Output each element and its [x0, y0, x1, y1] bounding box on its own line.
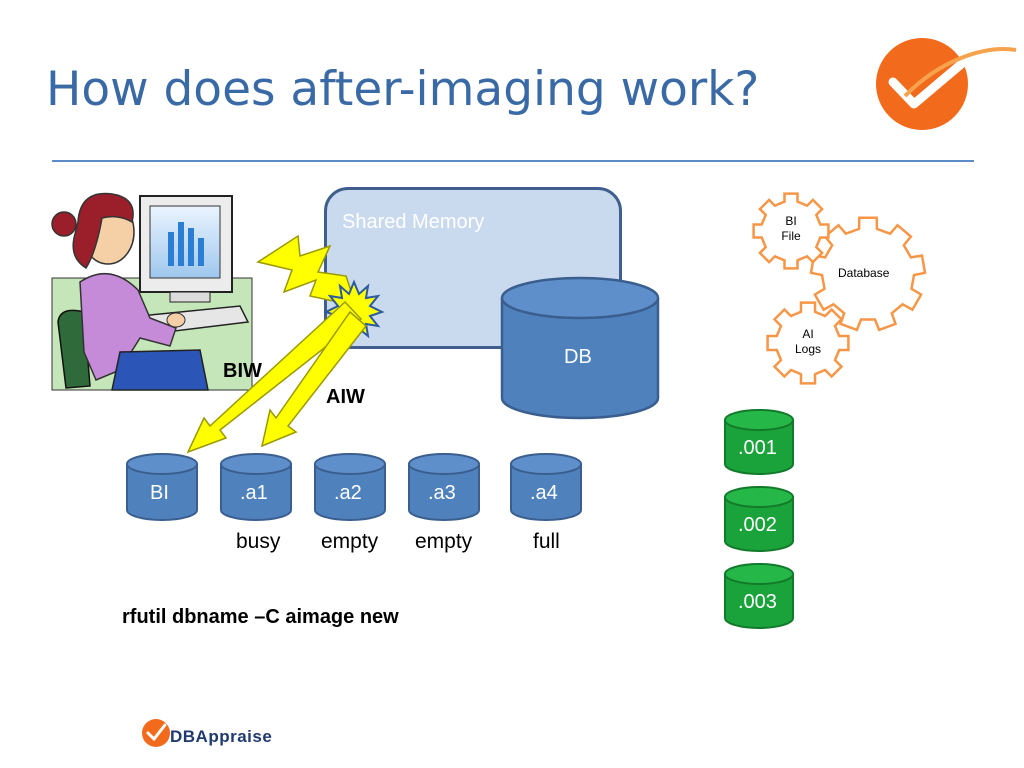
extent-status-a2: empty [321, 530, 379, 553]
gear-ai-logs-icon [766, 301, 850, 385]
db-label: DB [564, 346, 592, 368]
extent-cylinder-a3 [408, 453, 480, 521]
command-text: rfutil dbname –C aimage new [122, 606, 399, 628]
brand-checkmark-icon [142, 719, 170, 747]
extent-label-a1: .a1 [240, 482, 268, 504]
extent-label-bi: BI [150, 482, 169, 504]
gear-bi-line2: File [781, 229, 801, 243]
gear-label-bi-file: BI File [780, 214, 802, 244]
slide-title: How does after-imaging work? [46, 62, 760, 117]
extent-cylinder-a2 [314, 453, 386, 521]
gear-outline [752, 192, 830, 270]
aiw-label: AIW [326, 386, 365, 408]
gear-database-icon [809, 216, 927, 332]
extent-status-a3: empty [415, 530, 473, 553]
archive-cylinder-001 [724, 409, 794, 475]
archive-label-002: .002 [738, 514, 777, 536]
gear-outline [766, 301, 850, 385]
extent-label-a2: .a2 [334, 482, 362, 504]
title-divider [52, 160, 974, 162]
biw-label: BIW [223, 360, 262, 382]
gear-outline [809, 216, 927, 332]
brand-text: DBAppraise [170, 727, 273, 746]
extent-cylinder-a4 [510, 453, 582, 521]
archive-label-003: .003 [738, 591, 777, 613]
extent-status-a1: busy [236, 530, 281, 553]
aiw-arrow [260, 310, 368, 448]
gear-label-database: Database [838, 266, 890, 280]
gear-bi-file-icon [752, 192, 830, 270]
shared-memory-label: Shared Memory [342, 211, 485, 233]
archive-cylinder-002 [724, 486, 794, 552]
gear-bi-line1: BI [785, 214, 797, 228]
gear-ai-line1: AI [802, 327, 814, 341]
extent-cylinder-bi [126, 453, 198, 521]
gear-ai-line2: Logs [794, 342, 822, 356]
extent-cylinder-a1 [220, 453, 292, 521]
archive-cylinder-003 [724, 563, 794, 629]
extent-label-a3: .a3 [428, 482, 456, 504]
gear-label-ai-logs: AI Logs [794, 327, 822, 357]
extent-status-a4: full [533, 530, 560, 553]
db-cylinder [500, 276, 660, 420]
company-logo-icon [876, 38, 1017, 130]
extent-label-a4: .a4 [530, 482, 558, 504]
user-at-computer-icon [51, 192, 253, 391]
archive-label-001: .001 [738, 437, 777, 459]
